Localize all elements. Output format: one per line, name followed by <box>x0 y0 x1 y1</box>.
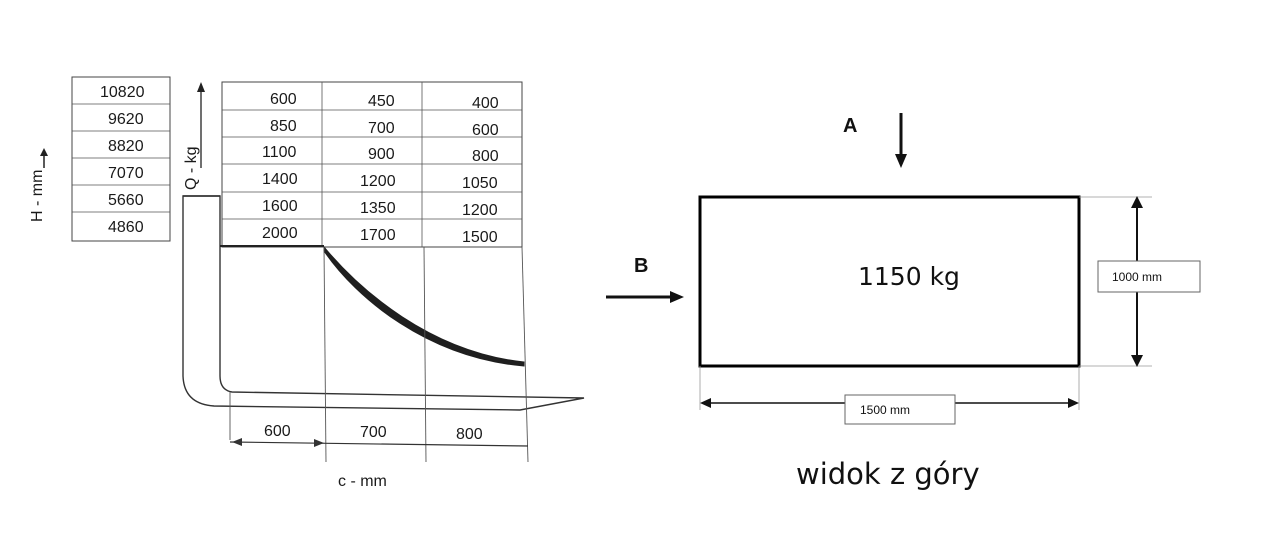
load-capacity-chart: H - mm 10820 9620 8820 7070 5660 4860 Q … <box>29 76 585 490</box>
capacity-cell: 1400 <box>262 171 298 188</box>
width-label: 1000 mm <box>1112 270 1162 284</box>
load-center-axis-label: c - mm <box>338 473 387 490</box>
guide-line <box>521 246 529 463</box>
height-value: 4860 <box>108 219 144 236</box>
load-center-dimension-line <box>229 441 529 447</box>
height-value: 5660 <box>108 192 144 209</box>
capacity-cell: 700 <box>368 120 395 137</box>
capacity-cell: 1600 <box>262 198 298 215</box>
arrow-b-label: B <box>634 255 648 277</box>
height-axis-label: H - mm <box>29 170 46 222</box>
height-axis-arrowhead <box>40 148 48 156</box>
load-weight-label: 1150 kg <box>858 262 960 291</box>
top-view-diagram: A B 1150 kg 1000 mm 1500 mm widok z góry <box>606 113 1201 491</box>
guide-line <box>423 246 427 463</box>
arrow-a-head <box>895 154 907 168</box>
length-dimension-arrowhead <box>1068 398 1079 408</box>
load-rectangle <box>698 195 1081 368</box>
load-center-arrowhead <box>314 439 324 447</box>
capacity-table: 600 450 400 850 700 600 1100 900 800 140… <box>221 81 523 248</box>
height-value: 9620 <box>108 111 144 128</box>
load-center-value: 700 <box>360 424 387 441</box>
capacity-cell: 2000 <box>262 225 298 242</box>
fork-mast-outline <box>182 195 585 411</box>
capacity-cell: 600 <box>472 122 499 139</box>
length-dimension-arrowhead <box>700 398 711 408</box>
guide-line <box>323 246 327 463</box>
capacity-cell: 1200 <box>360 173 396 190</box>
length-label: 1500 mm <box>860 403 910 417</box>
load-center-value: 600 <box>264 423 291 440</box>
capacity-axis-arrowhead <box>197 82 205 92</box>
arrow-b-head <box>670 291 684 303</box>
top-view-caption: widok z góry <box>796 457 980 491</box>
capacity-cell: 1100 <box>262 144 297 161</box>
capacity-cell: 450 <box>368 93 395 110</box>
height-table: 10820 9620 8820 7070 5660 4860 <box>71 76 171 242</box>
capacity-cell: 1350 <box>360 200 396 217</box>
capacity-cell: 800 <box>472 148 499 165</box>
width-dimension-arrowhead <box>1131 355 1143 367</box>
load-center-value: 800 <box>456 426 483 443</box>
height-value: 7070 <box>108 165 144 182</box>
capacity-cell: 1050 <box>462 175 498 192</box>
capacity-curve <box>323 245 525 367</box>
height-value: 8820 <box>108 138 144 155</box>
load-center-arrowhead <box>232 438 242 446</box>
capacity-axis-label: Q - kg <box>183 146 200 190</box>
capacity-cell: 850 <box>270 118 297 135</box>
width-label-box <box>1097 260 1201 293</box>
capacity-cell: 1200 <box>462 202 498 219</box>
capacity-cell: 1500 <box>462 229 498 246</box>
length-label-box <box>844 394 956 425</box>
height-value: 10820 <box>100 84 145 101</box>
capacity-cell: 400 <box>472 95 499 112</box>
arrow-a-label: A <box>843 115 857 137</box>
capacity-cell: 1700 <box>360 227 396 244</box>
capacity-cell: 600 <box>270 91 297 108</box>
width-dimension-arrowhead <box>1131 196 1143 208</box>
capacity-cell: 900 <box>368 146 395 163</box>
